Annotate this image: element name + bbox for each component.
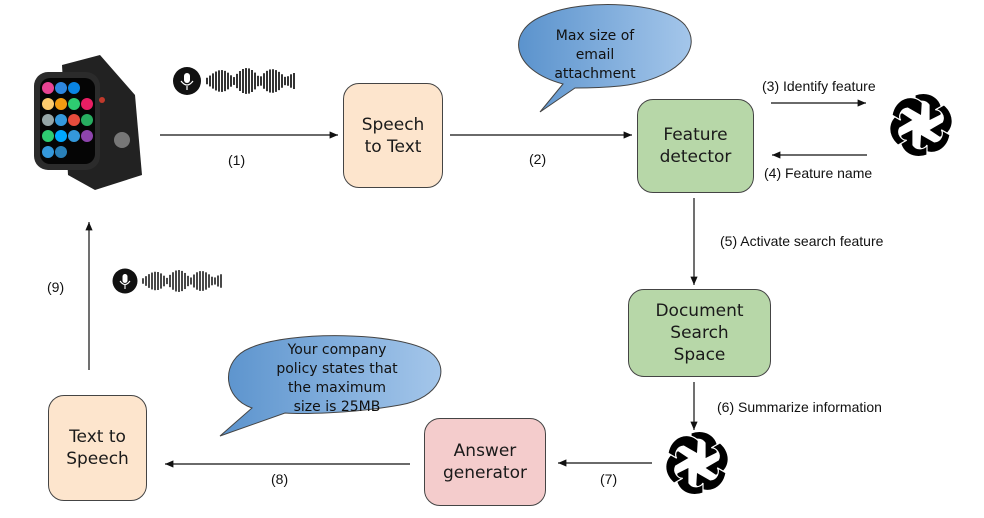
edge-label-6: (6) Summarize information [717, 399, 882, 415]
edge-label-1: (1) [228, 152, 246, 168]
feature-detector-node: Feature detector [637, 99, 754, 193]
edge-label-2: (2) [529, 151, 547, 167]
voice-waveform-bottom [112, 268, 222, 294]
answer-bubble-text: Your company policy states that the maxi… [276, 342, 398, 415]
edge-label-7: (7) [600, 471, 618, 487]
edge-label-3: (3) Identify feature [762, 78, 876, 94]
query-bubble-text: Max size of email attachment [554, 28, 636, 82]
document-search-space-node: Document Search Space [628, 289, 771, 377]
edge-label-9: (9) [47, 279, 65, 295]
speech-to-text-node: Speech to Text [343, 83, 443, 188]
answer-generator-node: Answer generator [424, 418, 546, 506]
openai-logo-icon [889, 92, 953, 158]
voice-waveform-top [173, 67, 295, 95]
edge-label-5: (5) Activate search feature [720, 233, 884, 249]
edge-label-4: (4) Feature name [764, 165, 873, 181]
openai-logo-icon [665, 430, 729, 496]
query-bubble [518, 4, 692, 113]
answer-bubble [219, 335, 442, 437]
edge-label-8: (8) [271, 471, 289, 487]
text-to-speech-node: Text to Speech [48, 395, 147, 501]
smartwatch-icon [34, 55, 142, 190]
